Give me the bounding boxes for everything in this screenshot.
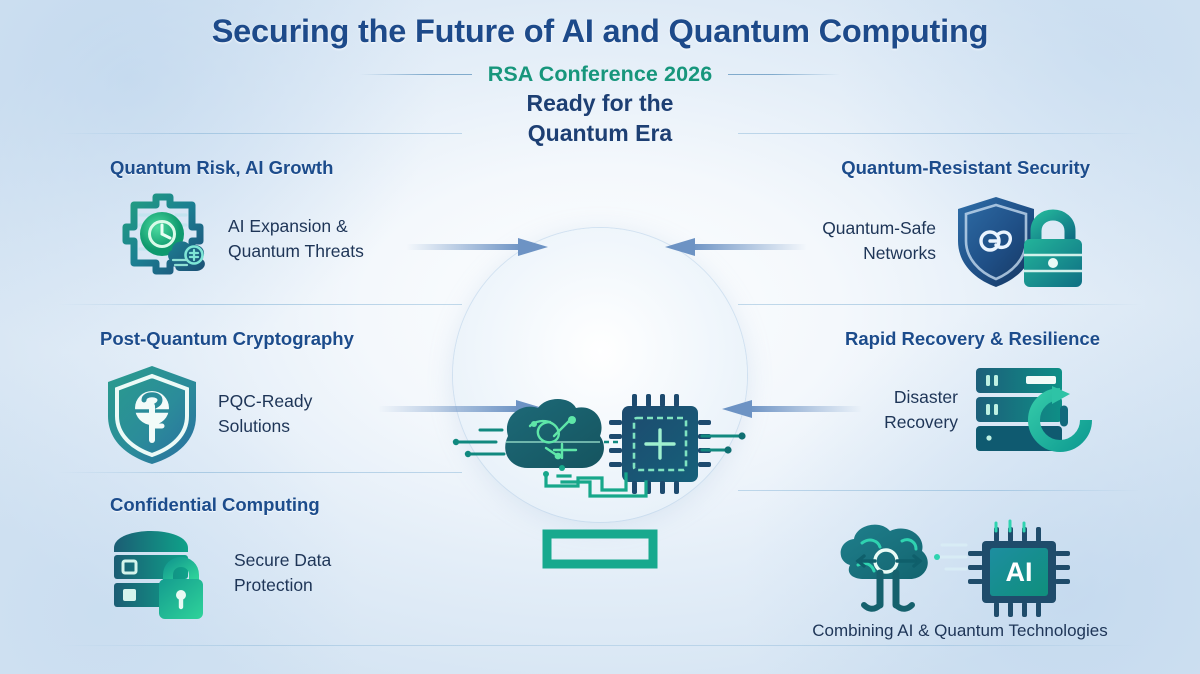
block-content: AI (790, 517, 1130, 617)
divider-bottom-left (58, 472, 462, 473)
quantum-brain-chip-illustration (450, 378, 750, 508)
block-heading: Confidential Computing (110, 494, 320, 515)
block-label: Secure Data Protection (234, 548, 331, 598)
block-post-quantum-cryptography: Post-Quantum Cryptography (100, 328, 354, 466)
block-label-line1: Combining AI & Quantum Technologies (812, 621, 1108, 640)
block-label: Combining AI & Quantum Technologies (790, 619, 1130, 643)
block-heading: Post-Quantum Cryptography (100, 328, 354, 349)
block-content: PQC-Ready Solutions (100, 362, 354, 466)
slide-header: Securing the Future of AI and Quantum Co… (0, 12, 1200, 87)
center-hub-line2: Quantum Era (527, 120, 673, 147)
subtitle-row: RSA Conference 2026 (0, 62, 1200, 87)
subtitle-rule-right (728, 74, 841, 76)
brain-ai-chip-icon: AI (824, 517, 1096, 617)
center-hub-text: Ready for the Quantum Era (453, 88, 747, 149)
block-label-line2: Networks (863, 243, 936, 263)
database-lock-icon (110, 528, 220, 619)
ai-chip-label: AI (1006, 557, 1033, 587)
slide-subtitle: RSA Conference 2026 (487, 62, 713, 87)
block-label-line2: Protection (234, 575, 313, 595)
slide-title: Securing the Future of AI and Quantum Co… (211, 13, 989, 49)
block-combining-ai-quantum: AI (790, 505, 1130, 643)
hpe-logo (542, 529, 658, 569)
block-label-line1: PQC-Ready (218, 391, 313, 412)
block-label-line2: Recovery (884, 412, 958, 432)
block-label-line1: Secure Data (234, 550, 332, 571)
block-quantum-risk-ai-growth: Quantum Risk, AI Growth (110, 157, 364, 287)
divider-middle-left (58, 304, 462, 305)
server-refresh-icon (972, 362, 1100, 458)
divider-top-left (58, 133, 462, 134)
arrow-top-right-to-center (665, 236, 807, 258)
block-heading: Rapid Recovery & Resilience (845, 328, 1100, 349)
divider-top-right (738, 133, 1142, 134)
block-label: AI Expansion & Quantum Threats (228, 214, 364, 264)
block-confidential-computing: Confidential Computing (110, 494, 331, 619)
divider-bottom-right (738, 490, 1142, 491)
block-label-line2: Solutions (218, 416, 290, 436)
block-content: Quantum-Safe Networks (822, 191, 1090, 291)
block-quantum-resistant-security: Quantum-Resistant Security (822, 157, 1090, 291)
block-rapid-recovery-resilience: Rapid Recovery & Resilience (845, 328, 1100, 458)
block-label-line2: Quantum Threats (228, 241, 364, 261)
block-label-line1: Quantum-Safe (822, 218, 936, 239)
arrow-middle-right-to-center (722, 398, 862, 420)
block-content: Secure Data Protection (110, 528, 331, 619)
block-heading: Quantum-Resistant Security (841, 157, 1090, 178)
processor-cloud-icon (110, 191, 214, 287)
shield-key-icon (100, 362, 204, 466)
block-content: Disaster Recovery (845, 362, 1100, 458)
block-heading: Quantum Risk, AI Growth (110, 157, 334, 178)
block-label-line1: AI Expansion & (228, 216, 348, 237)
block-label: PQC-Ready Solutions (218, 389, 312, 439)
block-label-line1: Disaster (893, 387, 958, 408)
arrow-top-left-to-center (406, 236, 548, 258)
divider-middle-right (738, 304, 1142, 305)
block-label: Disaster Recovery (884, 385, 958, 435)
shield-padlock-icon (950, 191, 1090, 291)
subtitle-rule-left (359, 74, 472, 76)
center-hub-line1: Ready for the (526, 90, 674, 116)
divider-footer (58, 645, 1142, 646)
block-content: AI Expansion & Quantum Threats (110, 191, 364, 287)
block-label: Quantum-Safe Networks (822, 216, 936, 266)
